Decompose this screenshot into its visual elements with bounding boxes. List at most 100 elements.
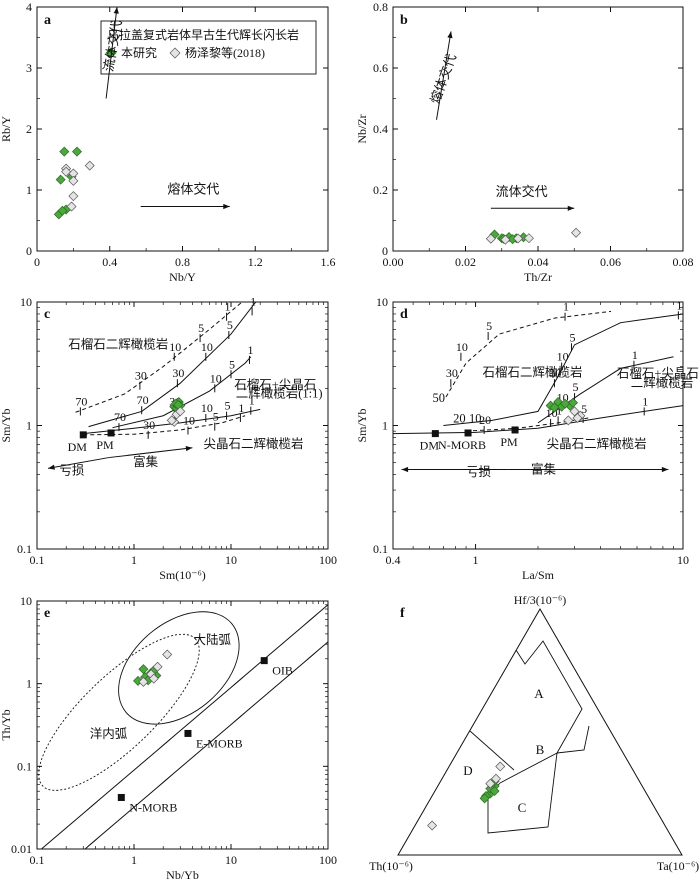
e-xtick-label: 10: [225, 853, 237, 867]
c-curve-3: [112, 356, 252, 429]
c-curve-tick-label: 5: [213, 410, 219, 424]
b-arrow-head: [447, 31, 453, 39]
c-curve-tick-label: 5: [229, 357, 235, 371]
d-label: 二辉橄榄岩: [631, 375, 694, 390]
c-curve-2: [88, 301, 257, 428]
d-curve-tick-label: 30: [446, 366, 458, 380]
d-point-s2: [572, 413, 583, 423]
c-arrow-head: [185, 445, 193, 452]
d-curve-tick-label: 5: [573, 380, 579, 394]
c-curve-tick-label: 5: [225, 399, 231, 413]
d-curve-tick-label: 1: [676, 298, 682, 312]
d-ref-label: DM: [420, 439, 440, 453]
c-curve-tick-label: 30: [143, 418, 155, 432]
b-ytick-label: 0.4: [373, 122, 388, 136]
legend-label-this-study: 本研究: [121, 45, 157, 60]
c-label: 石榴石二辉橄榄岩: [68, 337, 168, 352]
a-point-s2: [68, 175, 79, 186]
c-curve-tick-label: 30: [172, 366, 184, 380]
c-curve-tick-label: 70: [75, 394, 87, 408]
d-point-s2: [569, 406, 580, 417]
b-ytick-label: 0: [382, 244, 388, 258]
e-ref-oib: [260, 657, 268, 665]
c-point-s2: [166, 415, 177, 426]
c-curve-tick-label: 70: [137, 393, 149, 407]
a-point-s2: [61, 166, 72, 177]
field-label-b: B: [536, 742, 545, 757]
c-ylabel: Sm/Yb: [0, 408, 13, 442]
panel-e: e: [36, 600, 329, 850]
legend-marker-yang: [169, 47, 181, 59]
b-xtick-label: 0.06: [600, 255, 621, 269]
panel-letter-d: d: [400, 307, 408, 322]
field-label-d: D: [463, 763, 472, 778]
d-curve-tick-label: 1: [563, 300, 569, 314]
d-ytick-label: 0.1: [373, 542, 388, 556]
f-point-s1: [489, 786, 500, 797]
field-boundary-d: [469, 730, 515, 771]
b-arrow-head: [567, 205, 575, 211]
c-arrow: [47, 457, 109, 469]
a-ytick-label: 2: [26, 122, 32, 136]
e-xtick-label: 100: [319, 853, 337, 867]
c-curve-tick-label: 30: [135, 369, 147, 383]
e-ref-n-morb: [117, 793, 125, 801]
c-ytick-label: 1: [26, 419, 32, 433]
e-label: 大陆弧: [193, 632, 231, 647]
e-array-lower: [85, 641, 329, 849]
e-ref-label: OIB: [272, 664, 293, 678]
d-xtick-label: 10: [677, 553, 689, 567]
c-curve-tick-label: 1: [247, 343, 253, 357]
b-point-s2: [571, 227, 582, 238]
c-arrow: [108, 447, 193, 459]
d-label: 亏损: [466, 465, 492, 479]
d-ref-pm: [511, 426, 519, 434]
e-ytick-label: 10: [20, 594, 32, 608]
e-ytick-label: 1: [26, 677, 32, 691]
b-xtick-label: 0.08: [673, 255, 694, 269]
b-annotation: 流体交代: [496, 184, 548, 199]
d-label: 尖晶石二辉橄榄岩: [547, 436, 647, 451]
c-label: 尖晶石二辉橄榄岩: [203, 436, 303, 451]
e-ytick-label: 0.1: [17, 759, 32, 773]
c-ytick-label: 10: [20, 295, 32, 309]
b-point-s2: [523, 233, 534, 244]
a-arrow-head: [113, 7, 119, 14]
plot-f: [427, 761, 506, 831]
b-xlabel: Th/Zr: [524, 270, 552, 284]
panel-letter-b: b: [400, 13, 408, 28]
c-ref-pm: [107, 429, 115, 437]
d-ref-label: PM: [500, 435, 518, 449]
e-xlabel: Nb/Yb: [166, 868, 199, 880]
a-xtick-label: 0.8: [175, 255, 190, 269]
c-ytick-label: 0.1: [17, 542, 32, 556]
field-label-a: A: [534, 686, 544, 701]
c-point-s2: [175, 406, 186, 417]
d-curve-tick-label: 10: [456, 340, 468, 354]
panel-f: f A B C D Hf/3(10⁻⁶) Th(10⁻⁶) Ta(10⁻⁶): [369, 593, 699, 873]
c-curve-tick-label: 70: [114, 410, 126, 424]
ternary-triangle: [397, 607, 683, 856]
panel-letter-c: c: [44, 307, 50, 322]
b-xtick-label: 0.02: [455, 255, 476, 269]
d-curve-tick-label: 1: [556, 403, 562, 417]
c-curve-4: [83, 408, 261, 435]
c-curve-tick-label: 10: [169, 340, 181, 354]
a-point-s1: [59, 146, 70, 157]
c-ref-label: PM: [96, 438, 114, 452]
a-point-s2: [84, 160, 95, 171]
c-xtick-label: 100: [319, 553, 337, 567]
c-xtick-label: 10: [225, 553, 237, 567]
b-arrow: [436, 31, 452, 120]
c-curve-tick-label: 5: [198, 321, 204, 335]
d-ytick-label: 10: [376, 295, 388, 309]
ternary-top-label: Hf/3(10⁻⁶): [514, 593, 567, 607]
e-array-upper: [41, 604, 329, 850]
field-label-c: C: [518, 800, 527, 815]
e-ylabel: Th/Yb: [0, 709, 13, 740]
a-point-s1: [72, 146, 83, 157]
d-label: 富集: [531, 461, 557, 476]
panel-a: a 乌拉盖复式岩体早古生代辉长闪长岩 本研究 杨泽黎等(2018): [36, 6, 329, 252]
d-curve-tick-label: 1: [632, 348, 638, 362]
